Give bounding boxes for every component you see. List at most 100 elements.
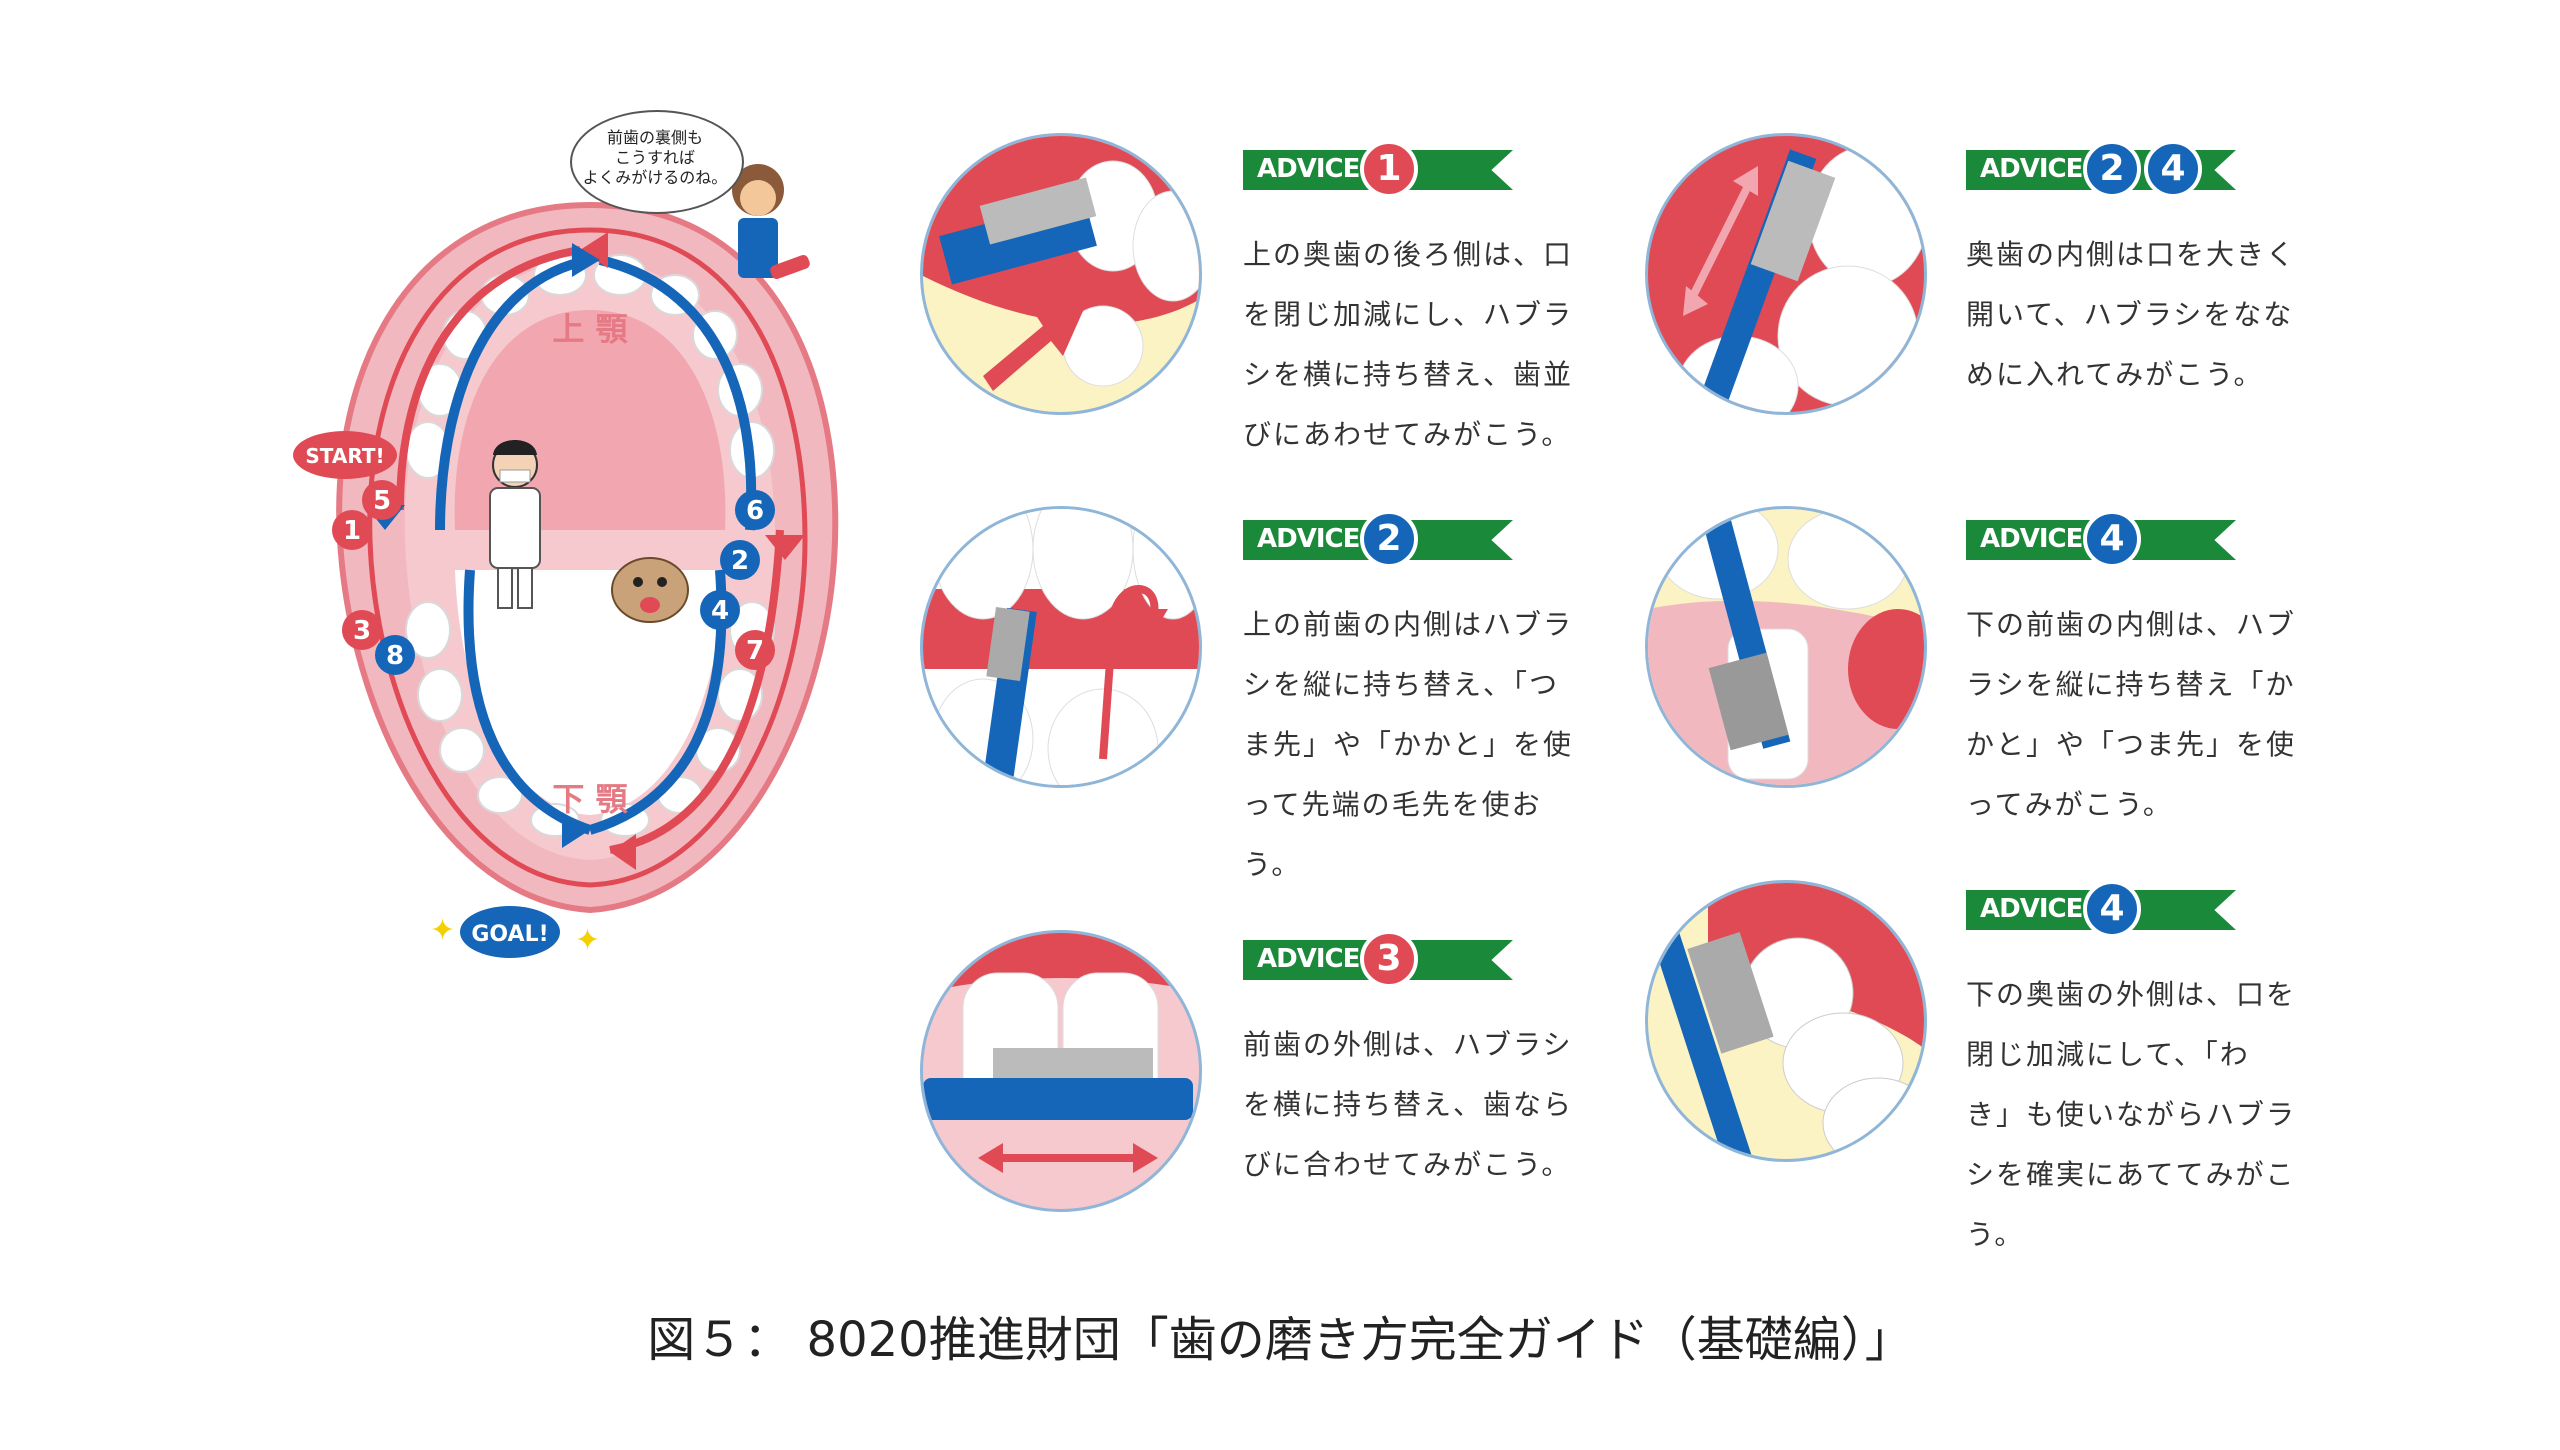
- illustration-lower-back-outside: [1645, 880, 1927, 1162]
- advice-word: ADVICE: [1980, 894, 2083, 924]
- lower-mouth: [455, 570, 725, 815]
- speech-bubble: [570, 110, 744, 214]
- start-label: START!: [305, 444, 384, 468]
- red-route: [396, 246, 784, 854]
- advice-text-line: シを縦に持ち替え、「つ: [1243, 668, 1560, 701]
- advice-text-line: 閉じ加減にして、「わ: [1966, 1038, 2250, 1071]
- step-1-label: 1: [343, 516, 361, 546]
- sparkle-icon: ✦: [575, 923, 600, 958]
- step-6-marker: [735, 490, 775, 530]
- girl-figure: [732, 164, 810, 280]
- step-4-label: 4: [711, 596, 729, 626]
- advice-number-badge: 4: [2083, 880, 2141, 938]
- advice-4b-header: ADVICE 4: [1966, 880, 2236, 938]
- goal-badge: GOAL! ✦ ✦: [430, 906, 600, 958]
- advice-number-badge: 3: [1360, 930, 1418, 988]
- advice-text-line: ラシを縦に持ち替え「か: [1966, 668, 2296, 701]
- mouth-svg: 上 顎 下 顎 1 5 3 8 6: [293, 164, 839, 958]
- advice-number-badge: 2: [1360, 510, 1418, 568]
- advice-text-line: う。: [1243, 848, 1302, 881]
- advice-2-4-text: 奥歯の内側は口を大きく 開いて、ハブラシをなな めに入れてみがこう。: [1966, 225, 2296, 405]
- advice-4-text: 下の前歯の内側は、ハブ ラシを縦に持ち替え「か かと」や「つま先」を使 ってみが…: [1966, 595, 2296, 835]
- step-2-marker: [720, 540, 760, 580]
- illustration-upper-front-inside: [920, 506, 1202, 788]
- advice-text-line: 前歯の外側は、ハブラシ: [1243, 1028, 1573, 1061]
- illustration-front-outside: [920, 930, 1202, 1212]
- advice-text-line: う。: [1966, 1218, 2025, 1251]
- advice-text-line: を閉じ加減にし、ハブラ: [1243, 298, 1574, 331]
- advice-text-line: 上の奥歯の後ろ側は、口: [1243, 238, 1574, 271]
- advice-4-header: ADVICE 4: [1966, 510, 2236, 568]
- advice-text-line: 下の奥歯の外側は、口を: [1966, 978, 2297, 1011]
- arrow-icon: [572, 243, 600, 277]
- step-markers: 1 5 3 8 6 2 4 7: [332, 480, 775, 675]
- step-8-marker: [375, 635, 415, 675]
- dog-figure: [611, 557, 689, 623]
- speech-bubble-text: 前歯の裏側も こうすれば よくみがけるのね。: [570, 128, 740, 188]
- lower-jaw-label: 下 顎: [552, 780, 628, 818]
- figure-caption: 図５： 8020推進財団「歯の磨き方完全ガイド（基礎編）」: [647, 1312, 1913, 1368]
- step-4-marker: [700, 590, 740, 630]
- advice-number-badge: 2: [2083, 140, 2141, 198]
- advice-text-line: を横に持ち替え、歯なら: [1243, 1088, 1574, 1121]
- advice-text-line: かと」や「つま先」を使: [1966, 728, 2297, 761]
- advice-2-4-header: ADVICE 2 4: [1966, 140, 2236, 198]
- callout-line: 前歯の裏側も: [606, 128, 703, 147]
- advice-number-badge: 4: [2083, 510, 2141, 568]
- blue-route: [435, 255, 757, 835]
- advice-text-line: 下の前歯の内側は、ハブ: [1966, 608, 2297, 641]
- advice-text-line: 開いて、ハブラシをなな: [1966, 298, 2294, 331]
- advice-word: ADVICE: [1980, 154, 2083, 184]
- step-1-marker: [332, 510, 372, 550]
- start-badge: START!: [293, 431, 397, 479]
- step-6-label: 6: [746, 496, 764, 526]
- illustration-upper-back-teeth: [920, 133, 1202, 415]
- advice-text-line: って先端の毛先を使お: [1243, 788, 1542, 821]
- advice-number-badge: 4: [2144, 140, 2202, 198]
- arrow-icon: [765, 535, 805, 560]
- advice-1-text: 上の奥歯の後ろ側は、口 を閉じ加減にし、ハブラ シを横に持ち替え、歯並 びにあわ…: [1243, 225, 1573, 465]
- inner-path-red: [367, 227, 808, 888]
- advice-number-badge: 1: [1360, 140, 1418, 198]
- advice-2-text: 上の前歯の内側はハブラ シを縦に持ち替え、「つ ま先」や「かかと」を使 って先端…: [1243, 595, 1573, 895]
- step-8-label: 8: [386, 641, 404, 671]
- upper-jaw-label: 上 顎: [552, 310, 628, 348]
- advice-word: ADVICE: [1257, 944, 1360, 974]
- advice-word: ADVICE: [1257, 154, 1360, 184]
- advice-4b-text: 下の奥歯の外側は、口を 閉じ加減にして、「わ き」も使いながらハブラ シを確実に…: [1966, 965, 2296, 1265]
- goal-label: GOAL!: [471, 922, 548, 947]
- advice-text-line: ってみがこう。: [1966, 788, 2173, 821]
- step-3-label: 3: [353, 616, 371, 646]
- advice-text-line: ま先」や「かかと」を使: [1243, 728, 1574, 761]
- advice-text-line: シを横に持ち替え、歯並: [1243, 358, 1574, 391]
- arrow-icon: [580, 232, 608, 268]
- step-3-marker: [342, 610, 382, 650]
- advice-word: ADVICE: [1980, 524, 2083, 554]
- advice-1-header: ADVICE 1: [1243, 140, 1513, 198]
- advice-3-header: ADVICE 3: [1243, 930, 1513, 988]
- advice-2-header: ADVICE 2: [1243, 510, 1513, 568]
- mouth-diagram: 上 顎 下 顎 1 5 3 8 6: [290, 110, 910, 970]
- advice-text-line: き」も使いながらハブラ: [1966, 1098, 2297, 1131]
- sparkle-icon: ✦: [430, 913, 455, 948]
- arrow-icon: [610, 834, 636, 870]
- advice-3-text: 前歯の外側は、ハブラシ を横に持ち替え、歯なら びに合わせてみがこう。: [1243, 1015, 1573, 1195]
- step-7-marker: [735, 630, 775, 670]
- arrow-icon: [562, 812, 590, 848]
- advice-text-line: びに合わせてみがこう。: [1243, 1148, 1572, 1181]
- advice-text-line: びにあわせてみがこう。: [1243, 418, 1572, 451]
- illustration-back-teeth-inside: [1645, 133, 1927, 415]
- advice-text-line: めに入れてみがこう。: [1966, 358, 2264, 391]
- callout-line: よくみがけるのね。: [582, 168, 728, 187]
- callout-line: こうすれば: [614, 148, 695, 167]
- step-5-label: 5: [373, 486, 391, 516]
- doctor-figure: [489, 440, 541, 609]
- advice-text-line: 上の前歯の内側はハブラ: [1243, 608, 1574, 641]
- advice-text-line: 奥歯の内側は口を大きく: [1966, 238, 2297, 271]
- step-2-label: 2: [731, 546, 749, 576]
- advice-text-line: シを確実にあててみがこ: [1966, 1158, 2296, 1191]
- illustration-lower-front-inside: [1645, 506, 1927, 788]
- step-7-label: 7: [746, 636, 764, 666]
- advice-word: ADVICE: [1257, 524, 1360, 554]
- step-5-marker: [362, 480, 402, 520]
